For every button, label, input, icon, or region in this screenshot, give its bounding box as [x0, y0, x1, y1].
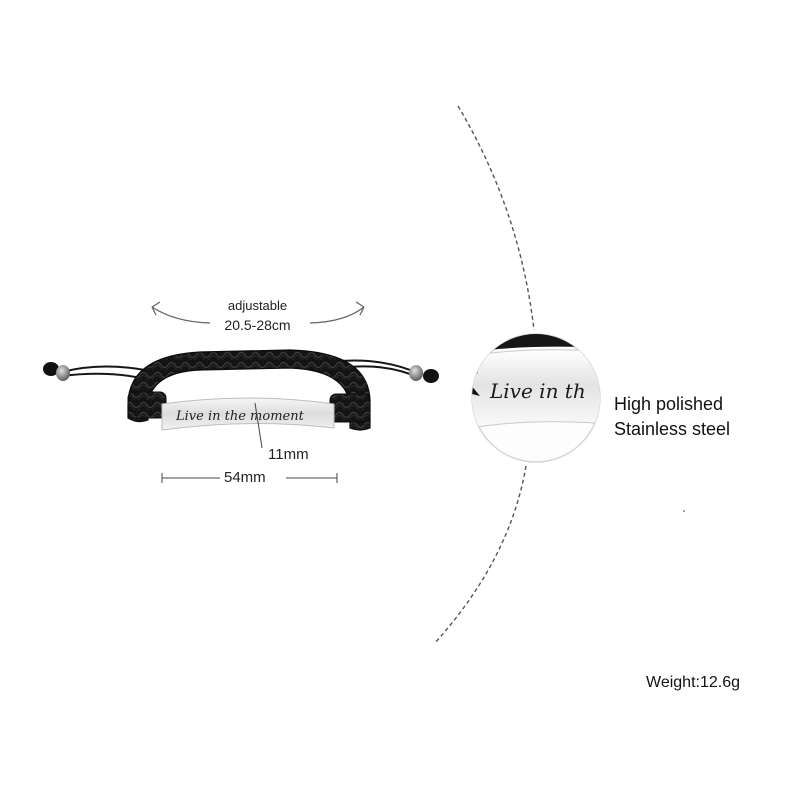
adjustable-arrows	[151, 301, 365, 324]
weight-spec: Weight:12.6g	[646, 674, 740, 691]
dashed-connector	[433, 105, 535, 645]
steel-plate: Live in the moment	[161, 397, 335, 431]
width-dimension: 54mm	[224, 469, 266, 486]
zoom-detail: Live in th	[471, 333, 601, 463]
adjustable-label: adjustable	[227, 298, 288, 313]
adjustable-range: 20.5-28cm	[224, 317, 291, 333]
feature-line-2: Stainless steel	[614, 419, 731, 439]
feature-line-1: High polished	[614, 394, 724, 414]
speck	[683, 510, 685, 512]
dimension-lines	[161, 402, 338, 483]
zoom-engraving: Live in th	[489, 379, 586, 403]
end-beads	[43, 362, 439, 383]
plate-engraving: Live in the moment	[175, 409, 305, 424]
height-dimension: 11mm	[268, 446, 309, 463]
